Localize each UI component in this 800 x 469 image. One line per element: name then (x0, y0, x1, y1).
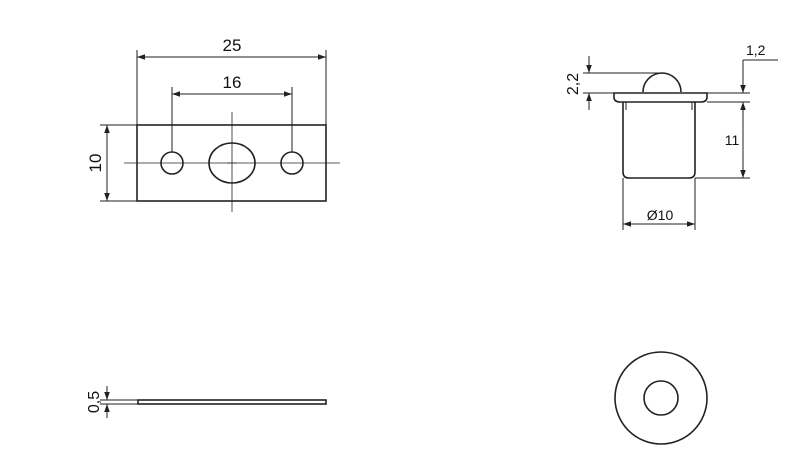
dimension-label-2-2: 2,2 (565, 73, 582, 95)
flange (613, 92, 708, 103)
dimension-plate-thickness: 0,5 (86, 386, 138, 418)
plate-side-view (137, 399, 327, 405)
dimension-label-16: 16 (223, 73, 242, 92)
plate-thickness-outline (137, 399, 327, 405)
inner-circle (643, 380, 679, 416)
dimension-plate-height: 10 (86, 124, 137, 202)
dimension-flange-thickness: 1,2 (707, 42, 778, 103)
dimension-ball-protrusion: 2,2 (565, 56, 662, 110)
dimension-label-10: 10 (86, 154, 105, 173)
dimension-label-1-2: 1,2 (746, 42, 766, 58)
dimension-label-11: 11 (725, 132, 740, 148)
dimension-label-25: 25 (223, 36, 242, 55)
dimension-body-height: 11 (695, 102, 750, 179)
plate-front-view (124, 112, 340, 212)
dimension-label-diameter-10: Ø10 (647, 207, 674, 223)
dimension-plate-length: 25 (136, 36, 327, 125)
dimension-body-diameter: Ø10 (622, 178, 696, 230)
dimension-hole-spacing: 16 (171, 73, 293, 152)
outer-circle (614, 351, 708, 445)
dimension-label-0-5: 0,5 (86, 391, 103, 413)
body (622, 102, 696, 179)
ball-bearing-top-view (614, 351, 708, 445)
ball (642, 72, 682, 93)
ball-bearing-side-view (613, 72, 708, 179)
